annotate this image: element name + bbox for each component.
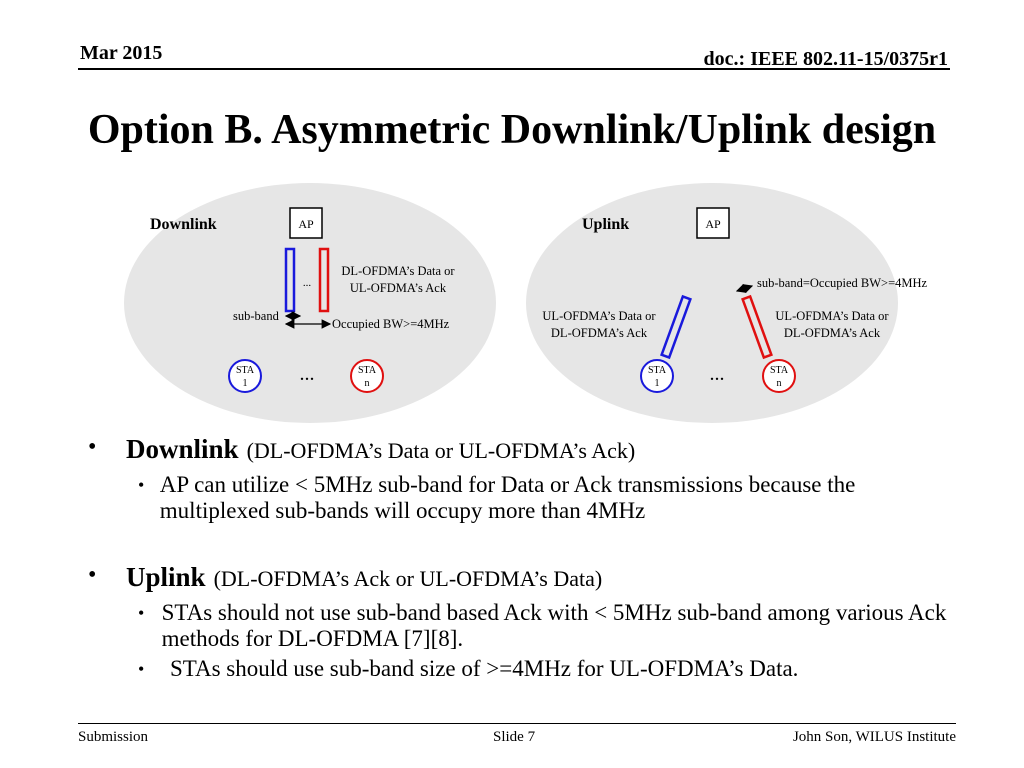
downlink-occupied-label: Occupied BW>=4MHz bbox=[332, 317, 450, 331]
sub-bullet-uplink-2: • STAs should use sub-band size of >=4MH… bbox=[138, 656, 968, 682]
downlink-sta1-node bbox=[228, 359, 262, 393]
footer-divider bbox=[78, 723, 956, 724]
uplink-ap-label: AP bbox=[705, 217, 721, 231]
downlink-ap-box bbox=[289, 207, 323, 239]
downlink-stan-bottom: n bbox=[365, 378, 370, 389]
ofdma-diagram: Downlink AP ... DL-OFDMA’s Data or UL-OF… bbox=[124, 183, 928, 423]
sub-bullet-dot: • bbox=[138, 603, 145, 623]
uplink-subband-arrow bbox=[735, 283, 754, 294]
bullet-dot: • bbox=[88, 434, 97, 460]
bullet-uplink-rest: (DL-OFDMA’s Ack or UL-OFDMA’s Data) bbox=[213, 566, 603, 591]
uplink-ellipsis: ... bbox=[710, 363, 725, 385]
downlink-subband-blue bbox=[284, 247, 296, 313]
uplink-subband-label: sub-band=Occupied BW>=4MHz bbox=[757, 276, 928, 290]
downlink-label: Downlink bbox=[150, 216, 217, 233]
uplink-subband-blue bbox=[660, 294, 692, 360]
downlink-sta1-bottom: 1 bbox=[243, 378, 248, 389]
uplink-stan-bottom: n bbox=[777, 378, 782, 389]
header-divider bbox=[78, 68, 950, 70]
uplink-left-label-1: UL-OFDMA’s Data or bbox=[542, 309, 656, 323]
uplink-panel-bg bbox=[526, 183, 898, 423]
downlink-stan-node bbox=[350, 359, 384, 393]
sub-bullet-dot: • bbox=[138, 475, 145, 495]
downlink-data-label-1: DL-OFDMA’s Data or bbox=[341, 264, 455, 278]
downlink-dots: ... bbox=[303, 277, 312, 289]
downlink-ap-label: AP bbox=[298, 217, 314, 231]
sub-bullet-downlink-1-text: AP can utilize < 5MHz sub-band for Data … bbox=[159, 472, 856, 523]
downlink-sta1-top: STA bbox=[236, 365, 255, 376]
uplink-ap-box bbox=[696, 207, 730, 239]
uplink-label: Uplink bbox=[582, 216, 629, 233]
uplink-sta1-bottom: 1 bbox=[655, 378, 660, 389]
uplink-right-label-1: UL-OFDMA’s Data or bbox=[775, 309, 889, 323]
sub-bullet-downlink-1: • AP can utilize < 5MHz sub-band for Dat… bbox=[138, 472, 968, 524]
downlink-panel-bg bbox=[124, 183, 496, 423]
downlink-subband-label: sub-band bbox=[233, 309, 280, 323]
uplink-left-label-2: DL-OFDMA’s Ack bbox=[551, 326, 648, 340]
downlink-data-label-2: UL-OFDMA’s Ack bbox=[350, 281, 447, 295]
uplink-sta1-top: STA bbox=[648, 365, 667, 376]
uplink-subband-red bbox=[741, 294, 773, 360]
sub-bullet-uplink-1-text: STAs should not use sub-band based Ack w… bbox=[161, 600, 947, 651]
sub-bullet-dot: • bbox=[138, 659, 145, 679]
sub-bullet-uplink-2-text: STAs should use sub-band size of >=4MHz … bbox=[170, 656, 799, 681]
uplink-stan-top: STA bbox=[770, 365, 789, 376]
bullet-dot: • bbox=[88, 562, 97, 588]
bullet-uplink-key: Uplink bbox=[126, 562, 206, 592]
footer-author: John Son, WILUS Institute bbox=[792, 729, 956, 745]
bullet-uplink: • Uplink (DL-OFDMA’s Ack or UL-OFDMA’s D… bbox=[88, 562, 968, 596]
slide-title: Option B. Asymmetric Downlink/Uplink des… bbox=[87, 107, 937, 153]
downlink-subband-red bbox=[318, 247, 330, 313]
downlink-stan-top: STA bbox=[358, 365, 377, 376]
bullet-downlink-key: Downlink bbox=[126, 434, 239, 464]
footer-submission: Submission bbox=[78, 729, 149, 745]
downlink-ellipsis: ... bbox=[300, 363, 315, 385]
bullet-downlink-rest: (DL-OFDMA’s Data or UL-OFDMA’s Ack) bbox=[246, 438, 636, 463]
header-doc-id: doc.: IEEE 802.11-15/0375r1 bbox=[703, 48, 948, 70]
footer-slide-number: Slide 7 bbox=[493, 729, 536, 745]
bullet-list: • Downlink (DL-OFDMA’s Data or UL-OFDMA’… bbox=[88, 434, 968, 682]
bullet-downlink: • Downlink (DL-OFDMA’s Data or UL-OFDMA’… bbox=[88, 434, 968, 468]
uplink-right-label-2: DL-OFDMA’s Ack bbox=[784, 326, 881, 340]
sub-bullet-uplink-1: • STAs should not use sub-band based Ack… bbox=[138, 600, 968, 652]
uplink-stan-node bbox=[762, 359, 796, 393]
uplink-sta1-node bbox=[640, 359, 674, 393]
header-date: Mar 2015 bbox=[80, 42, 163, 64]
